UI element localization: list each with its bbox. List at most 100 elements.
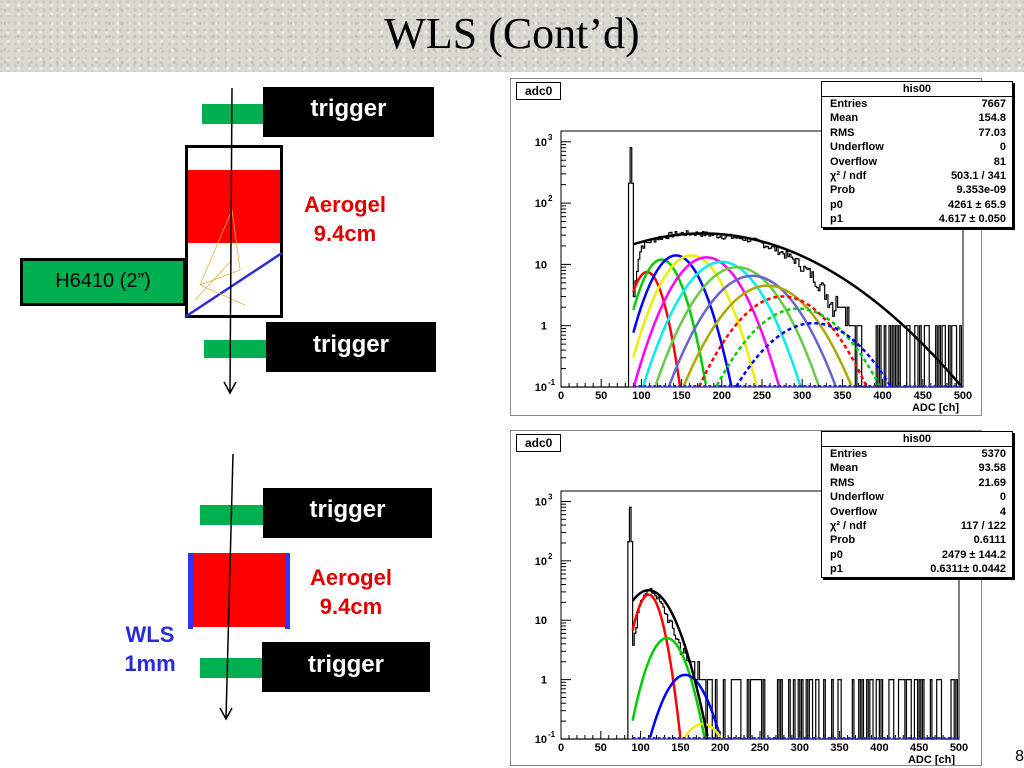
- wls-label: WLS 1mm: [124, 622, 176, 676]
- stats-label: Prob: [830, 184, 856, 197]
- hist-name-top: adc0: [516, 82, 562, 100]
- fit-component: [654, 265, 820, 386]
- stats-value: 0: [999, 141, 1006, 154]
- x-tick-label: 100: [632, 390, 650, 402]
- y-tick-label: 10: [535, 615, 547, 627]
- stats-label: p0: [830, 198, 843, 211]
- x-tick-label: 0: [558, 742, 564, 754]
- stats-value: 7667: [981, 98, 1006, 110]
- stats-row: p1 0.6311± 0.0442: [822, 562, 1012, 576]
- x-tick-label: 0: [558, 390, 564, 402]
- y-tick-label: 10: [535, 556, 547, 568]
- stats-value: 93.58: [978, 462, 1006, 475]
- aerogel-block-2: [192, 553, 288, 627]
- x-tick-label: 50: [595, 390, 607, 402]
- stats-label: Prob: [830, 534, 856, 547]
- x-tick-label: 200: [711, 742, 729, 754]
- x-tick-label: 500: [954, 390, 972, 402]
- y-tick-exponent: 2: [548, 552, 553, 561]
- x-tick-label: 400: [870, 742, 888, 754]
- y-tick-label: 10: [535, 382, 547, 394]
- x-tick-label: 150: [671, 742, 689, 754]
- title-bar: [0, 0, 1024, 72]
- setup-top-overlay: [184, 87, 283, 395]
- stats-value: 21.69: [978, 476, 1006, 489]
- stats-value: 0.6311± 0.0442: [930, 563, 1006, 576]
- stats-value: 5370: [981, 448, 1006, 460]
- stats-value: 154.8: [978, 112, 1006, 125]
- x-tick-label: 350: [833, 390, 851, 402]
- slide-title: WLS (Cont’d): [384, 9, 640, 58]
- y-tick-label: 10: [535, 734, 547, 746]
- y-tick-label: 10: [535, 137, 547, 149]
- x-tick-label: 500: [950, 742, 968, 754]
- x-tick-label: 250: [753, 390, 771, 402]
- x-tick-label: 300: [793, 390, 811, 402]
- stats-label: p0: [830, 548, 843, 561]
- y-tick-exponent: 3: [548, 133, 553, 142]
- stats-row: Mean 93.58: [822, 461, 1012, 475]
- aerogel-block: [188, 170, 280, 243]
- y-tick-label: 10: [535, 496, 547, 508]
- fit-component: [682, 284, 853, 386]
- fit-component: [667, 274, 838, 388]
- trigger-light-guide-upper: [202, 104, 266, 124]
- fit-component: [632, 256, 781, 386]
- x-tick-label: 400: [873, 390, 891, 402]
- x-axis-label: ADC [ch]: [908, 754, 955, 765]
- x-axis-label: ADC [ch]: [912, 402, 959, 414]
- stats-label: Overflow: [830, 505, 878, 518]
- x-tick-label: 250: [751, 742, 769, 754]
- stats-label: Overflow: [830, 155, 878, 168]
- beam-path-arrow-2: [225, 453, 234, 719]
- stats-label: p1: [830, 213, 843, 226]
- stats-value: 4261 ± 65.9: [947, 198, 1006, 211]
- fit-component: [715, 307, 881, 387]
- stats-label: p1: [830, 563, 843, 576]
- trigger-lower: trigger: [266, 322, 436, 372]
- x-tick-label: 200: [713, 390, 731, 402]
- arrow-head-2: [219, 707, 233, 721]
- total-fit: [631, 588, 709, 737]
- stats-value: 0: [999, 491, 1006, 504]
- wls-layer-right: [285, 553, 290, 629]
- histogram-data: [561, 147, 963, 388]
- x-tick-label: 100: [631, 742, 649, 754]
- stats-label: Mean: [830, 462, 859, 475]
- y-tick-exponent: 3: [548, 492, 553, 501]
- trigger-light-guide-lower: [204, 340, 270, 358]
- y-tick-exponent: 2: [548, 194, 553, 203]
- page-number: 8: [1015, 748, 1024, 765]
- y-tick-label: 10: [535, 198, 547, 210]
- stats-label: RMS: [830, 476, 855, 489]
- stats-title: his00: [822, 82, 1012, 97]
- aerogel-label-2: Aerogel 9.4cm: [310, 565, 392, 619]
- stats-value: 81: [993, 155, 1006, 168]
- x-tick-label: 150: [672, 390, 690, 402]
- pmt-h6410: H6410 (2”): [20, 258, 186, 306]
- trigger-upper-2: trigger: [263, 488, 432, 538]
- x-tick-label: 450: [910, 742, 928, 754]
- beam-path-arrow: [229, 87, 233, 393]
- fit-component: [648, 673, 722, 738]
- stats-label: χ² / ndf: [830, 519, 867, 532]
- stats-title: his00: [822, 432, 1012, 447]
- total-fit: [632, 232, 963, 388]
- fit-component: [631, 593, 682, 739]
- fit-component: [641, 260, 802, 388]
- aerogel-label: Aerogel 9.4cm: [304, 192, 386, 246]
